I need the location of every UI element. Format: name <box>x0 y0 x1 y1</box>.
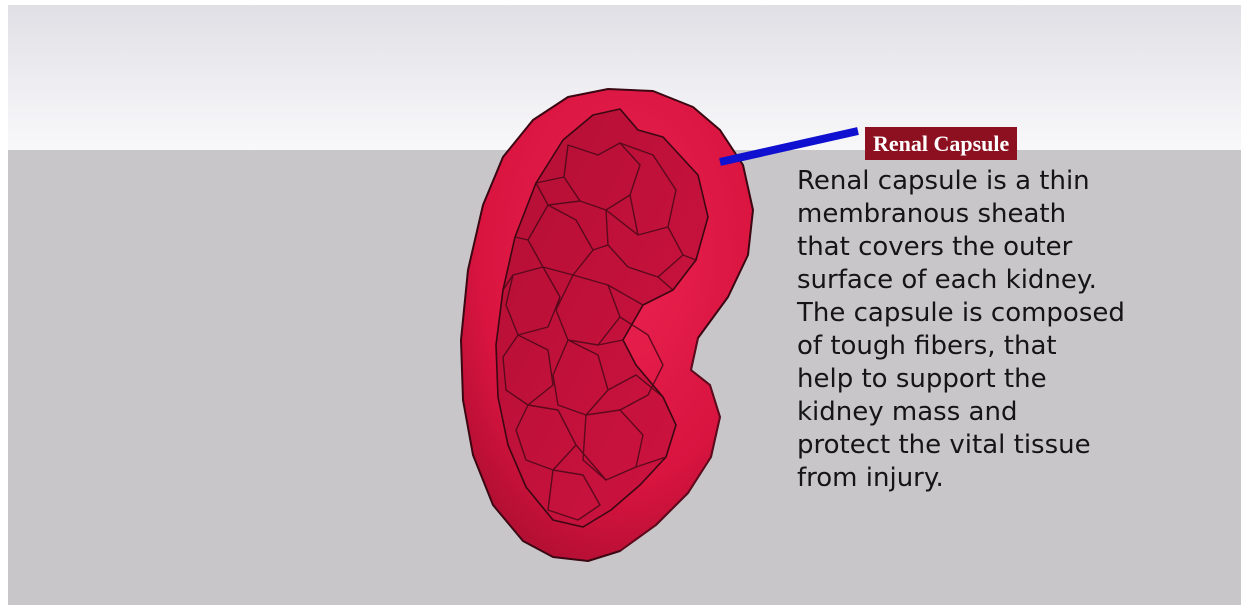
description-line: surface of each kidney. <box>797 264 1197 297</box>
renal-capsule-description: Renal capsule is a thin membranous sheat… <box>797 165 1197 495</box>
description-line: that covers the outer <box>797 231 1197 264</box>
viewport-scene[interactable]: Renal Capsule Renal capsule is a thin me… <box>8 5 1241 605</box>
description-line: kidney mass and <box>797 396 1197 429</box>
description-line: The capsule is composed <box>797 297 1197 330</box>
description-line: protect the vital tissue <box>797 429 1197 462</box>
description-line: help to support the <box>797 363 1197 396</box>
renal-capsule-label: Renal Capsule <box>865 127 1017 160</box>
description-line: Renal capsule is a thin <box>797 165 1197 198</box>
description-line: of tough fibers, that <box>797 330 1197 363</box>
description-line: from injury. <box>797 462 1197 495</box>
description-line: membranous sheath <box>797 198 1197 231</box>
pointer-line-icon <box>720 131 858 162</box>
